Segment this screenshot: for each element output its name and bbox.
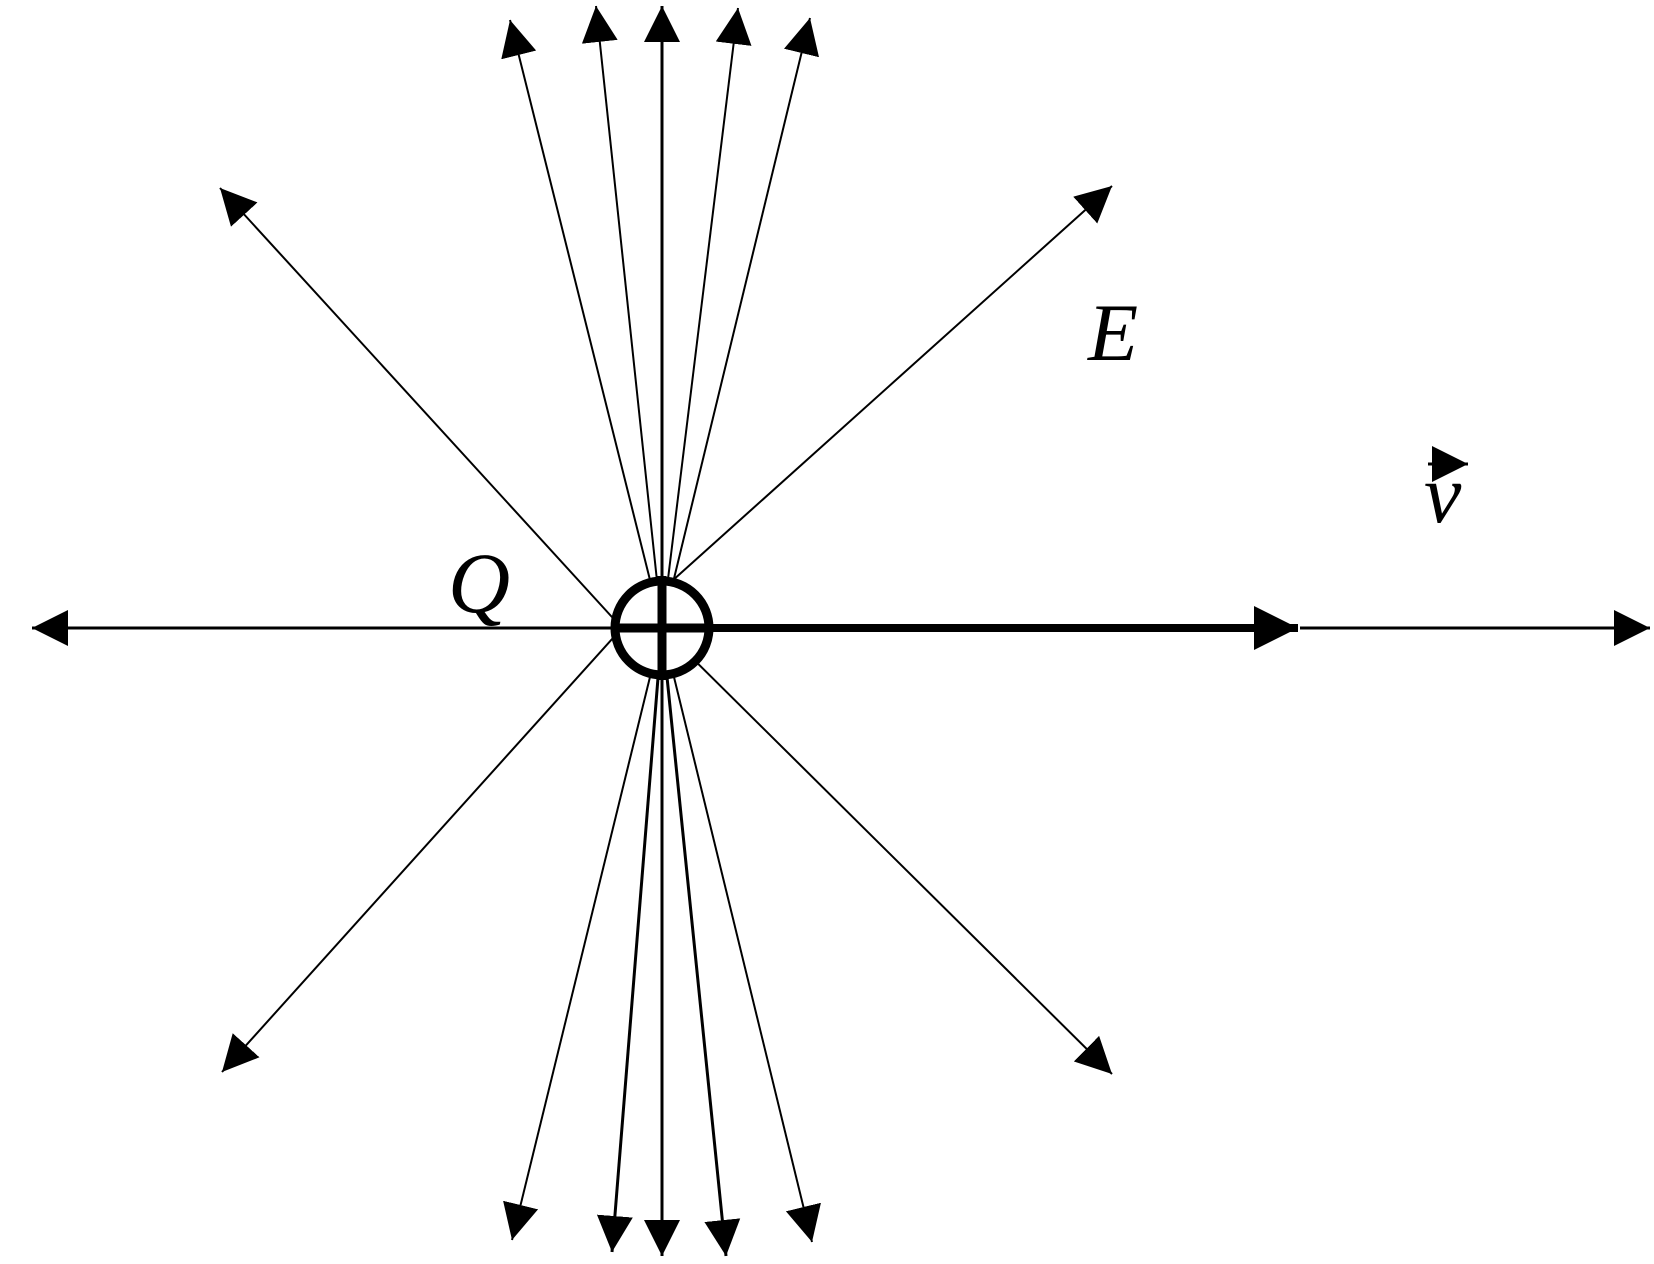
velocity-symbol: v [1424, 448, 1462, 541]
field-line-up-3 [581, 5, 663, 629]
field-line-upper-left [219, 187, 623, 629]
field-line-up-4 [661, 7, 752, 629]
positive-charge-icon [610, 576, 714, 680]
field-line-lower-left [221, 627, 623, 1073]
field-line-up-2 [501, 19, 663, 629]
velocity-label: v [1424, 446, 1468, 541]
field-line-down-2 [503, 627, 663, 1241]
field-line-down-5 [661, 627, 821, 1243]
field-line-upper-right [661, 185, 1113, 591]
field-line-down-4 [660, 627, 741, 1257]
field-label: E [1087, 287, 1138, 378]
field-line-lower-right [661, 627, 1113, 1075]
charge-label: Q [448, 535, 510, 631]
field-line-up-5 [661, 17, 820, 629]
field-line-down-3 [596, 627, 664, 1253]
